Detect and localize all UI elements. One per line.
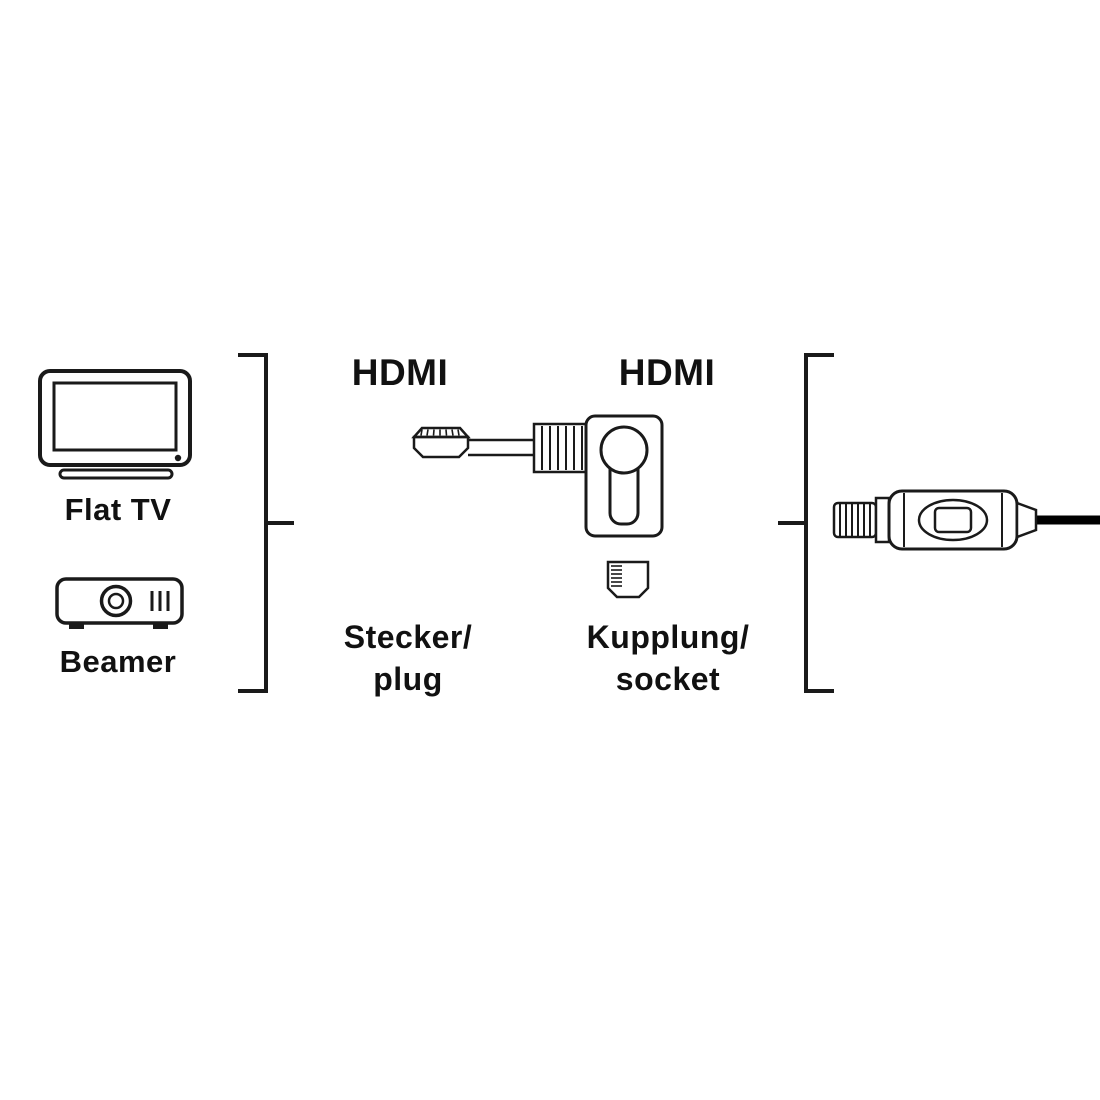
socket-caption-line1: Kupplung/	[586, 619, 750, 655]
flat-tv-label: Flat TV	[64, 492, 172, 527]
beamer-icon	[55, 577, 184, 629]
right-bracket	[778, 353, 834, 693]
cable-connector-icon	[832, 489, 1100, 551]
hdmi-label-right: HDMI	[618, 352, 716, 393]
socket-caption-line2: socket	[615, 661, 721, 697]
angle-adapter-icon	[411, 414, 664, 599]
beamer-label: Beamer	[59, 644, 177, 679]
left-bracket	[238, 353, 294, 693]
hdmi-label-left: HDMI	[351, 352, 449, 393]
plug-caption-line2: plug	[373, 661, 443, 697]
socket-caption: Kupplung/ socket	[568, 616, 768, 700]
flat-tv-icon	[38, 369, 192, 480]
plug-caption: Stecker/ plug	[308, 616, 508, 700]
plug-caption-line1: Stecker/	[343, 619, 473, 655]
